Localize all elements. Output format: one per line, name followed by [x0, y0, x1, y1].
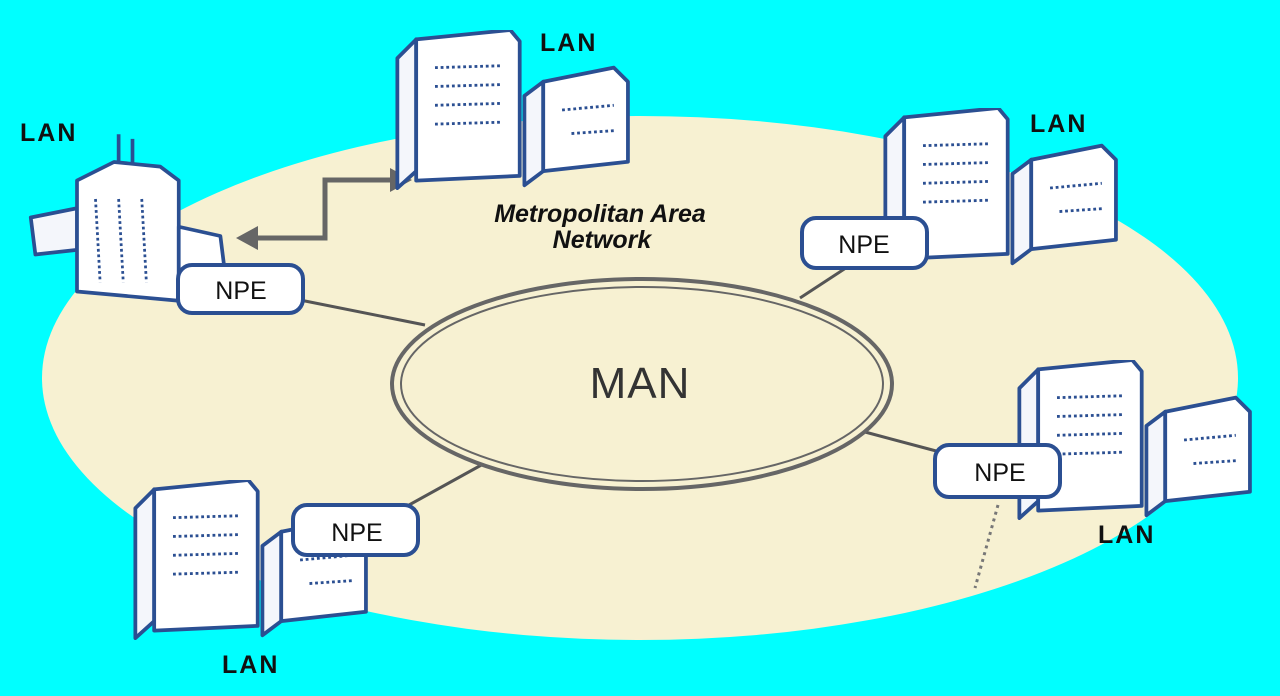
npe-label: NPE [331, 519, 382, 547]
lan-node-right: LAN NPE [933, 360, 1252, 549]
npe-box [291, 503, 420, 557]
link-npe-left [299, 298, 426, 327]
lan-label: LAN [540, 29, 597, 57]
man-label: MAN [590, 359, 691, 408]
link-npe-bottom-left [399, 461, 486, 512]
npe-label: NPE [838, 231, 889, 259]
lan-label: LAN [1030, 110, 1087, 138]
lan-label: LAN [222, 651, 279, 679]
man-ring-outer [390, 277, 894, 491]
npe-label: NPE [974, 459, 1025, 487]
npe-box [800, 216, 929, 270]
dotted-link [973, 504, 1000, 589]
lan-node-right-top: LAN NPE [800, 108, 1116, 270]
lan-node-bottom-left: LAN NPE [135, 480, 420, 679]
man-ring-inner [400, 286, 884, 482]
lan-node-top: LAN [395, 29, 630, 190]
lan-node-left: LAN NPE [20, 119, 305, 315]
title-line-2: Network [553, 226, 653, 254]
npe-label: NPE [215, 277, 266, 305]
npe-box [176, 263, 305, 315]
npe-box [933, 443, 1062, 499]
title-line-1: Metropolitan Area [494, 200, 706, 228]
link-npe-right [864, 430, 941, 454]
lan-label: LAN [20, 119, 77, 147]
lan-label: LAN [1098, 521, 1155, 549]
